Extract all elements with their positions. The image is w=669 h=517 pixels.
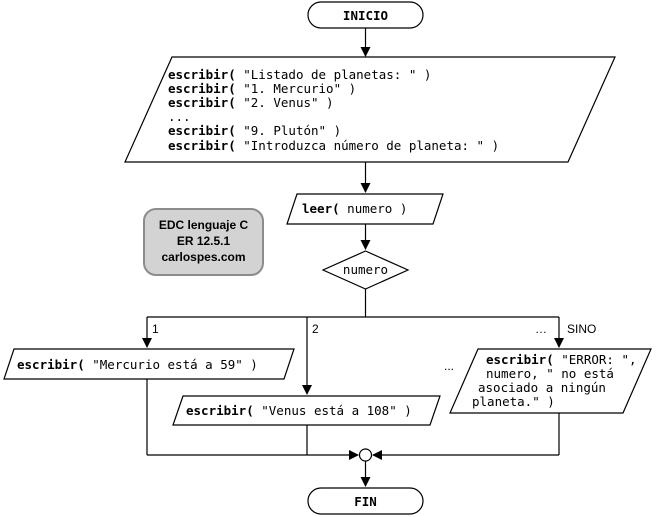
end-terminal: FIN	[307, 487, 424, 515]
start-terminal: INICIO	[307, 1, 424, 29]
output-block: escribir( "Listado de planetas: " ) escr…	[124, 56, 616, 163]
sino-output: escribir( "ERROR: ", numero, " no está a…	[449, 348, 652, 414]
decision-label: numero	[343, 262, 388, 277]
branch-ellipsis-label: …	[535, 322, 547, 336]
sino-line-1: escribir( "ERROR: ",	[486, 352, 637, 367]
output-line-6: escribir( "Introduzca número de planeta:…	[168, 138, 499, 153]
branch-1-output: escribir( "Mercurio está a 59" )	[3, 348, 295, 380]
branch-1-label: 1	[152, 322, 159, 336]
sino-line-2: numero, " no está	[486, 366, 614, 381]
output-line-1: escribir( "Listado de planetas: " )	[168, 67, 431, 82]
sino-line-3: asociado a ningún	[478, 380, 606, 395]
badge-line-1: EDC lenguaje C	[159, 218, 249, 232]
output-line-3: escribir( "2. Venus" )	[168, 95, 334, 110]
decision-diamond: numero	[321, 250, 410, 290]
merge-connector	[358, 448, 373, 462]
branch-2-label: 2	[312, 322, 319, 336]
end-label: FIN	[354, 494, 377, 509]
branch-mid-ellipsis: ...	[444, 359, 454, 373]
badge-line-2: ER 12.5.1	[177, 234, 231, 248]
input-text: leer( numero )	[302, 201, 407, 216]
source-badge: EDC lenguaje C ER 12.5.1 carlospes.com	[143, 208, 264, 276]
branch-2-text: escribir( "Venus está a 108" )	[186, 403, 412, 418]
sino-line-4: planeta." )	[472, 394, 555, 409]
branch-1-text: escribir( "Mercurio está a 59" )	[17, 357, 258, 372]
output-line-5: escribir( "9. Plutón" )	[168, 123, 341, 138]
branch-sino-label: SINO	[567, 322, 596, 336]
branch-2-output: escribir( "Venus está a 108" )	[172, 395, 441, 426]
input-block: leer( numero )	[286, 193, 444, 225]
output-line-4: ...	[168, 109, 191, 124]
start-label: INICIO	[343, 8, 388, 23]
output-line-2: escribir( "1. Mercurio" )	[168, 81, 356, 96]
badge-line-3: carlospes.com	[161, 250, 245, 264]
